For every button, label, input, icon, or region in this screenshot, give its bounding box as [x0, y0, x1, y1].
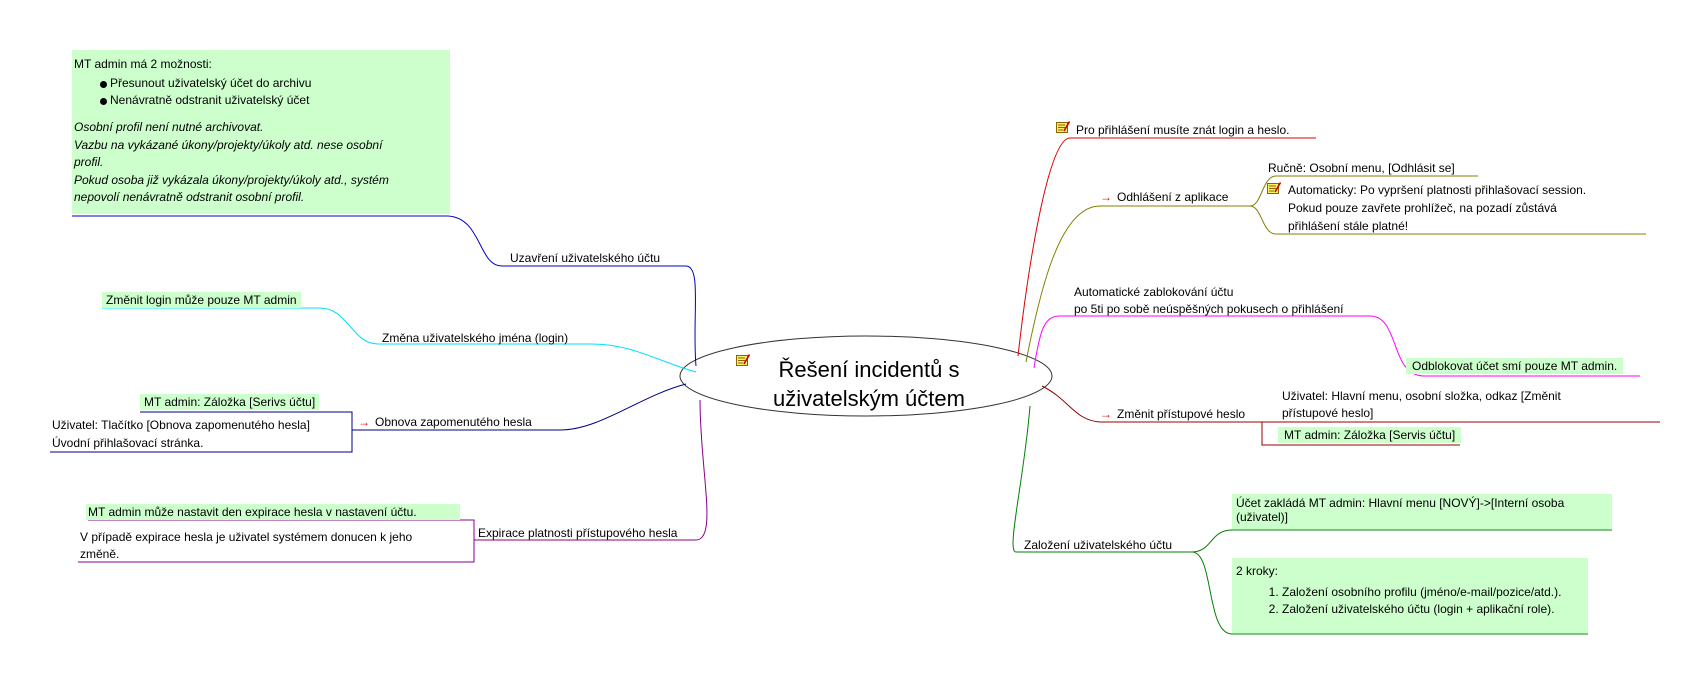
create-admin-line: Účet zakládá MT admin: Hlavní menu [NOVÝ…	[1236, 496, 1565, 510]
central-topic-line: uživatelským účtem	[773, 386, 965, 411]
closing-note-title: MT admin má 2 možnosti:	[74, 57, 212, 71]
login-branch-label[interactable]: Pro přihlášení musíte znát login a heslo…	[1076, 123, 1290, 137]
note-icon	[1267, 182, 1281, 194]
closing-italic-line: Pokud osoba již vykázala úkony/projekty/…	[74, 172, 389, 187]
closing-option: Nenávratně odstranit uživatelský účet	[100, 92, 450, 109]
closing-option: Přesunout uživatelský účet do archivu	[100, 75, 450, 92]
expiry-branch-label[interactable]: Expirace platnosti přístupového hesla	[478, 526, 678, 540]
closing-italic-line: Vazbu na vykázané úkony/projekty/úkoly a…	[74, 137, 383, 152]
password-branch[interactable]: → Změnit přístupové heslo	[1100, 407, 1245, 421]
forgot-admin-child[interactable]: MT admin: Záložka [Serivs účtu]	[140, 394, 320, 410]
logout-branch[interactable]: → Odhlášení z aplikace	[1100, 190, 1228, 204]
password-user-line: přístupové heslo]	[1282, 406, 1374, 420]
logout-auto-line: Pokud pouze zavřete prohlížeč, na pozadí…	[1288, 201, 1557, 215]
expiry-admin-child[interactable]: MT admin může nastavit den expirace hesl…	[86, 504, 460, 520]
forgot-branch-label: Obnova zapomenutého hesla	[375, 415, 532, 429]
logout-auto-line: přihlášení stále platné!	[1288, 219, 1409, 233]
closing-italic-line: nepovolí nenávratně odstranit osobní pro…	[74, 190, 305, 204]
create-steps-note[interactable]: 2 kroky: Založení osobního profilu (jmén…	[1232, 558, 1588, 633]
arrow-right-icon: →	[358, 415, 370, 429]
username-branch-label[interactable]: Změna uživatelského jména (login)	[382, 331, 569, 345]
forgot-user-line: Uživatel: Tlačítko [Obnova zapomenutého …	[52, 418, 310, 432]
note-icon	[1056, 121, 1070, 133]
create-step: Založení osobního profilu (jméno/e-mail/…	[1282, 584, 1588, 601]
logout-branch-label: Odhlášení z aplikace	[1117, 190, 1229, 204]
create-step: Založení uživatelského účtu (login + apl…	[1282, 601, 1588, 618]
forgot-user-line: Úvodní přihlašovací stránka.	[52, 436, 204, 450]
note-icon	[736, 354, 750, 366]
username-child[interactable]: Změnit login může pouze MT admin	[102, 292, 301, 308]
password-admin-child[interactable]: MT admin: Záložka [Servis účtu]	[1278, 427, 1462, 443]
logout-auto-line: Automaticky: Po vypršení platnosti přihl…	[1288, 183, 1587, 197]
arrow-right-icon: →	[1100, 407, 1112, 421]
expiry-user-line: změně.	[80, 547, 120, 561]
closing-branch-label[interactable]: Uzavření uživatelského účtu	[510, 251, 661, 265]
password-branch-label: Změnit přístupové heslo	[1117, 407, 1246, 421]
create-branch-label[interactable]: Založení uživatelského účtu	[1024, 538, 1173, 552]
logout-manual-child[interactable]: Ručně: Osobní menu, [Odhlásit se]	[1268, 161, 1455, 175]
closing-italic-line: Osobní profil není nutné archivovat.	[74, 120, 264, 134]
closing-note: MT admin má 2 možnosti: Přesunout uživat…	[72, 50, 450, 214]
arrow-right-icon: →	[1100, 190, 1112, 204]
central-topic[interactable]: Řešení incidentů s uživatelským účtem	[686, 355, 1052, 413]
create-admin-line: (uživatel)]	[1236, 510, 1289, 524]
lock-branch-line[interactable]: Automatické zablokování účtu	[1074, 285, 1234, 299]
closing-italic-line: profil.	[74, 155, 104, 169]
password-user-line: Uživatel: Hlavní menu, osobní složka, od…	[1282, 389, 1561, 403]
central-topic-ellipse	[679, 335, 1053, 417]
lock-admin-child[interactable]: Odblokovat účet smí pouze MT admin.	[1406, 358, 1624, 374]
expiry-user-line: V případě expirace hesla je uživatel sys…	[80, 530, 413, 544]
central-topic-line: Řešení incidentů s	[778, 357, 960, 382]
create-admin-note[interactable]: Účet zakládá MT admin: Hlavní menu [NOVÝ…	[1232, 494, 1612, 529]
forgot-branch[interactable]: → Obnova zapomenutého hesla	[358, 415, 532, 429]
create-steps-title: 2 kroky:	[1236, 564, 1279, 578]
lock-branch-line[interactable]: po 5ti po sobě neúspěšných pokusech o př…	[1074, 302, 1344, 316]
